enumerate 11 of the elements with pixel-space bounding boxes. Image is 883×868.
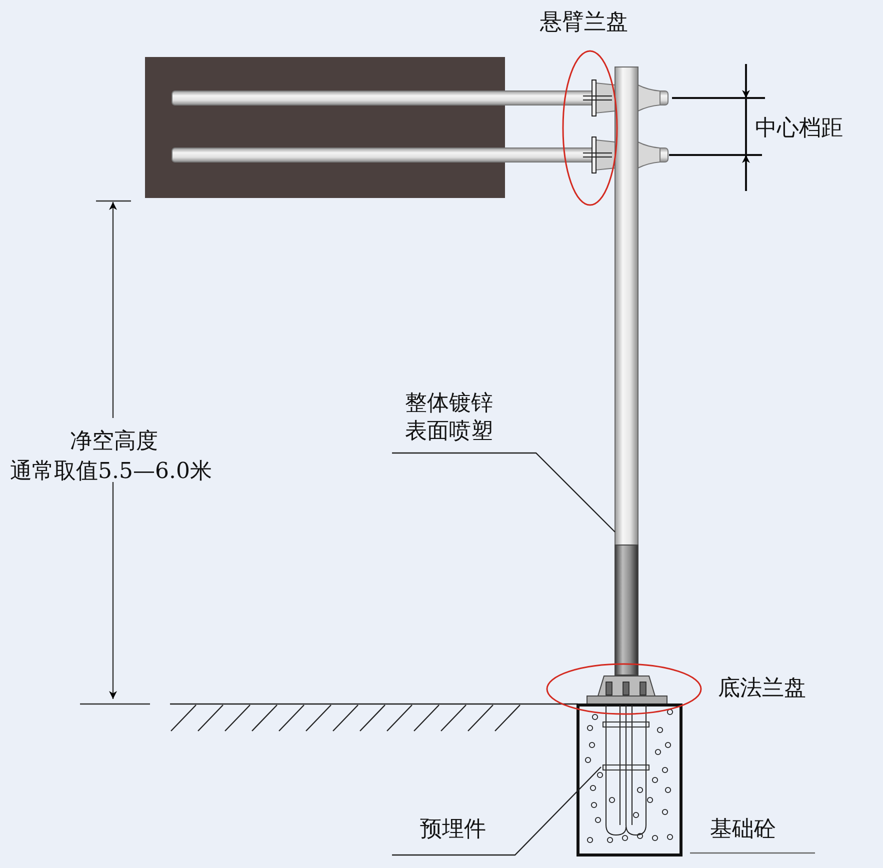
part-label: 悬臂兰盘	[540, 9, 628, 37]
dimension-label: 净空高度	[70, 428, 158, 456]
callout-text: 整体镀锌表面喷塑	[405, 390, 501, 446]
leader-line	[392, 766, 602, 856]
part-label: 基础砼	[710, 816, 776, 844]
dimension-label: 中心档距	[755, 115, 843, 143]
leader-line	[392, 452, 616, 532]
pole	[614, 66, 638, 676]
dimension-label: 通常取值5.5—6.0米	[10, 458, 212, 486]
callout-text: 预埋件	[420, 816, 486, 844]
part-label: 底法兰盘	[718, 675, 806, 703]
